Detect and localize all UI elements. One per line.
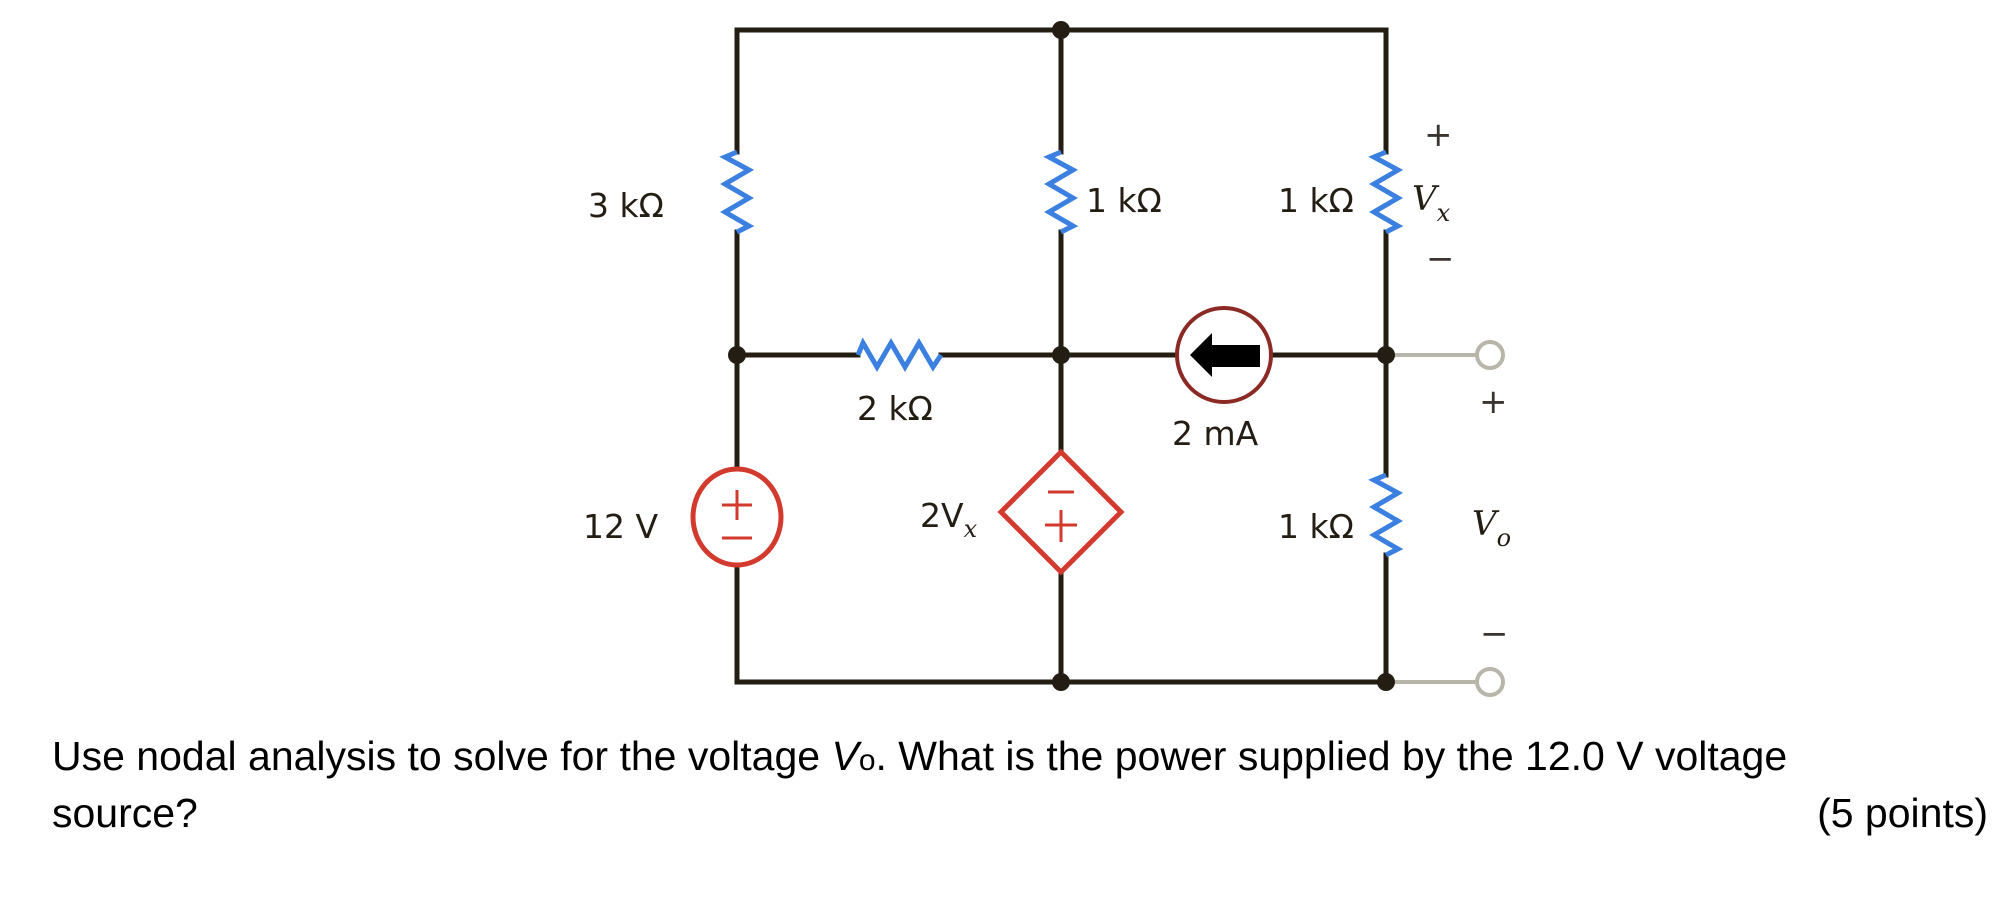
vx-main: V — [1412, 179, 1440, 219]
question-points: (5 points) — [1817, 790, 1988, 836]
current-source-label: 2 mA — [1172, 414, 1259, 453]
resistor-1k-mid-label: 1 kΩ — [1086, 181, 1162, 220]
question-post: . What is the power supplied by the 12.0… — [875, 733, 1788, 779]
resistor-2k-symbol — [855, 337, 944, 372]
resistor-3k-label: 3 kΩ — [588, 186, 664, 225]
node-top-mid — [1052, 21, 1070, 39]
resistor-3k-symbol — [719, 149, 755, 235]
resistor-1k-right-bottom-label: 1 kΩ — [1278, 507, 1354, 546]
current-source-2ma — [1175, 306, 1273, 404]
output-terminal-negative — [1475, 667, 1505, 697]
arrow-left-icon — [1190, 333, 1260, 377]
wires — [734, 27, 1477, 685]
node-mid-center — [1052, 346, 1070, 364]
vx-label: Vx — [1412, 179, 1451, 227]
resistor-1k-right-top-label: 1 kΩ — [1278, 181, 1354, 220]
dep-label-sub: x — [964, 515, 978, 543]
output-terminal-positive — [1475, 340, 1505, 370]
dependent-source-label: 2Vx — [920, 496, 978, 543]
node-mid-left — [728, 346, 746, 364]
question-text: Use nodal analysis to solve for the volt… — [52, 730, 1988, 839]
resistor-1k-mid-symbol — [1043, 149, 1079, 235]
voltage-source-12v — [690, 466, 784, 568]
resistor-1k-right-top-symbol — [1368, 149, 1404, 235]
vo-sub: o — [1497, 524, 1511, 552]
vo-label: Vo — [1472, 504, 1511, 552]
question-continuation: source? — [52, 790, 198, 836]
node-bottom-right — [1377, 673, 1395, 691]
question-pre: Use nodal analysis to solve for the volt… — [52, 733, 832, 779]
question-line-1: Use nodal analysis to solve for the volt… — [52, 730, 1988, 787]
resistor-1k-right-bottom-symbol — [1368, 472, 1404, 558]
resistor-2k-label: 2 kΩ — [857, 389, 933, 428]
question-var-sub: o — [858, 744, 876, 777]
dependent-voltage-source — [997, 448, 1125, 576]
vo-main: V — [1472, 504, 1500, 544]
vx-plus-label: + — [1424, 115, 1453, 155]
vo-plus-label: + — [1479, 382, 1508, 422]
vx-sub: x — [1437, 199, 1451, 227]
question-line-2: source? (5 points) — [52, 787, 1988, 839]
question-var: V — [831, 733, 859, 779]
dep-label-main: 2V — [920, 496, 964, 535]
vx-minus-label: − — [1426, 239, 1455, 279]
voltage-source-label: 12 V — [583, 507, 658, 546]
node-bottom-mid — [1052, 673, 1070, 691]
node-mid-right — [1377, 346, 1395, 364]
vo-minus-label: − — [1480, 614, 1509, 654]
nodes — [728, 21, 1395, 691]
